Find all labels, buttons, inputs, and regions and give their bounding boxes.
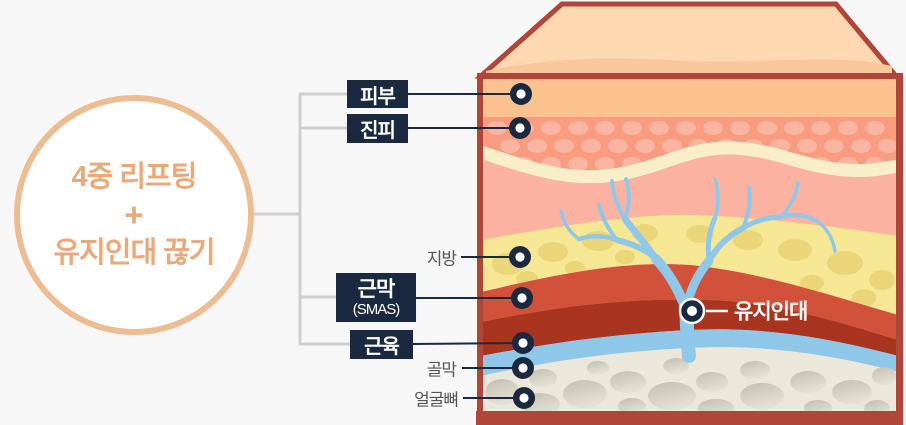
cream-band [481,141,898,184]
callout-circle: 4중 리프팅 + 유지인대 끊기 [14,95,254,335]
marker-dot-dermis [509,117,531,139]
marker-dot-periosteum [512,357,534,379]
marker-dot-muscle [512,332,534,354]
label-periosteum: 골막 [426,360,457,380]
layer-stack [481,77,898,413]
connector-lines [408,93,520,399]
label-dermis: 진피 [360,120,396,142]
marker-dot-skin [510,83,532,105]
marker-dot-fat [509,246,531,268]
label-smas-main: 근막 [357,277,396,301]
label-facial-bone: 얼굴뼈 [414,390,459,410]
label-box-muscle: 근육 [350,330,413,359]
layer-skin [481,77,898,119]
label-fat: 지방 [426,249,457,269]
plus-sign: + [124,196,144,233]
marker-dot-facial-bone [513,387,535,409]
marker-dot-ligament [678,297,728,325]
callout-line2: 유지인대 끊기 [53,237,215,269]
bracket-lines [252,92,352,346]
block-border [476,73,903,425]
callout-line1: 4중 리프팅 [71,161,198,193]
label-skin: 피부 [360,85,396,108]
layer-smas [481,264,898,340]
top-face-shade [486,58,892,74]
layer-periosteum [481,329,898,376]
label-muscle: 근육 [364,336,400,358]
marker-dot-smas [511,287,533,309]
label-box-dermis: 진피 [347,114,408,143]
label-box-smas: 근막 (SMAS) [336,273,416,322]
label-box-skin: 피부 [347,80,408,108]
marker-dots [509,83,728,409]
label-retaining-ligament: 유지인대 [734,300,808,324]
label-smas-sub: (SMAS) [352,300,400,318]
